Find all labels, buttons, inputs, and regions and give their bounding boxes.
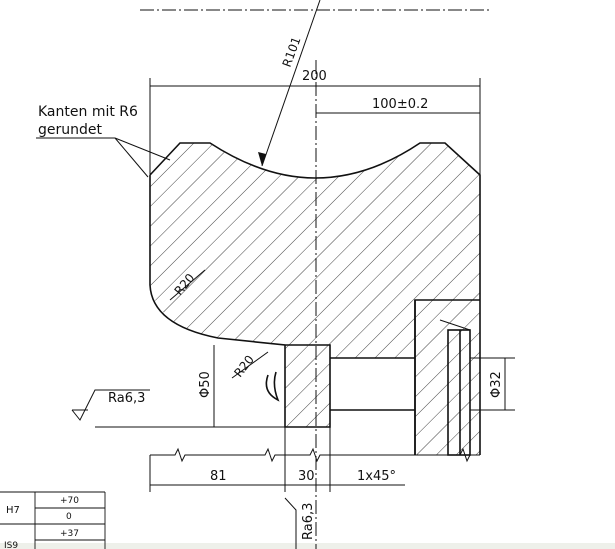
chamfer-label: 1x45° (357, 469, 396, 484)
edge-note-line2: gerundet (38, 122, 103, 138)
ra-left-label: Ra6,3 (108, 391, 145, 406)
r20-upper-leader (169, 269, 206, 301)
tol-row2-upper: +37 (60, 529, 79, 539)
tolerance-table: H7 +70 0 IS9 +37 (0, 491, 106, 549)
bore-outline (330, 300, 416, 455)
r101-arrow (258, 152, 266, 166)
dim-81-label: 81 (210, 469, 227, 484)
tol-row1-fit: H7 (6, 505, 20, 516)
hub-chamfer (439, 319, 471, 331)
dim-30-label: 30 (298, 469, 315, 484)
edge-note-leader-a (114, 137, 149, 178)
tol-row1-upper: +70 (60, 496, 79, 506)
dim-100-label: 100±0.2 (372, 97, 428, 112)
ra-bottom-symbol (284, 497, 297, 549)
edge-note-line1: Kanten mit R6 (38, 104, 138, 120)
tol-row2-fit: IS9 (4, 541, 18, 549)
break-line (150, 447, 480, 463)
r101-label: R101 (280, 35, 304, 69)
dim-200-label: 200 (302, 69, 327, 84)
hatch-fill (150, 143, 480, 455)
r20-lower-leader (231, 351, 269, 379)
dim-32-label: Φ32 (489, 371, 504, 398)
r101-leader (261, 0, 321, 167)
groove (265, 371, 280, 402)
tol-row1-lower: 0 (66, 512, 72, 522)
bottom-strip (0, 543, 615, 549)
ra-bottom-label: Ra6,3 (301, 503, 316, 540)
edge-note-leader-b (114, 137, 171, 161)
dim-50-label: Φ50 (198, 371, 213, 398)
ra-left-symbol (71, 389, 150, 421)
